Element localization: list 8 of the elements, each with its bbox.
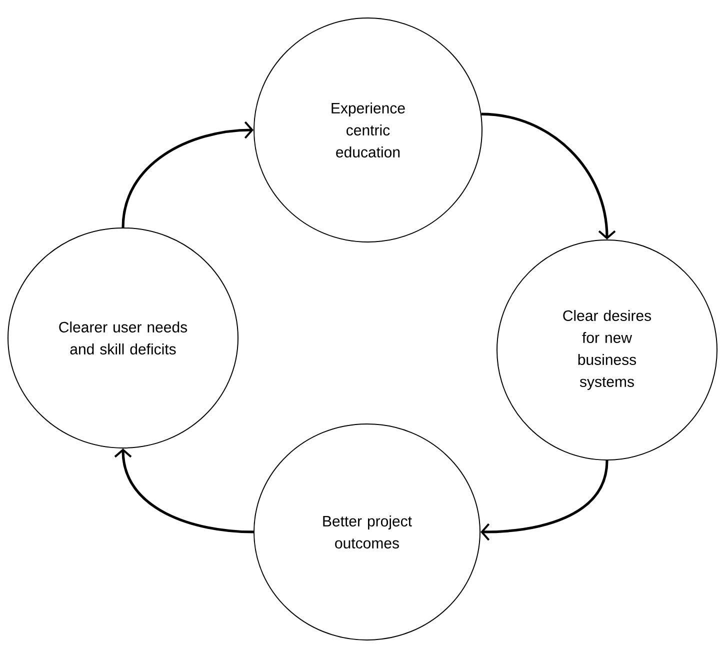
ellipse-node: Experience centric education — [254, 18, 482, 242]
ellipse-node: Better project outcomes — [254, 423, 480, 640]
arrow — [114, 448, 254, 534]
arrow — [122, 121, 254, 228]
arrow — [480, 460, 608, 541]
ellipse-node: Clearer user needs and skill deficits — [8, 227, 238, 448]
arrow — [481, 112, 616, 240]
ellipse-node: Clear desires for new business systems — [496, 240, 718, 460]
